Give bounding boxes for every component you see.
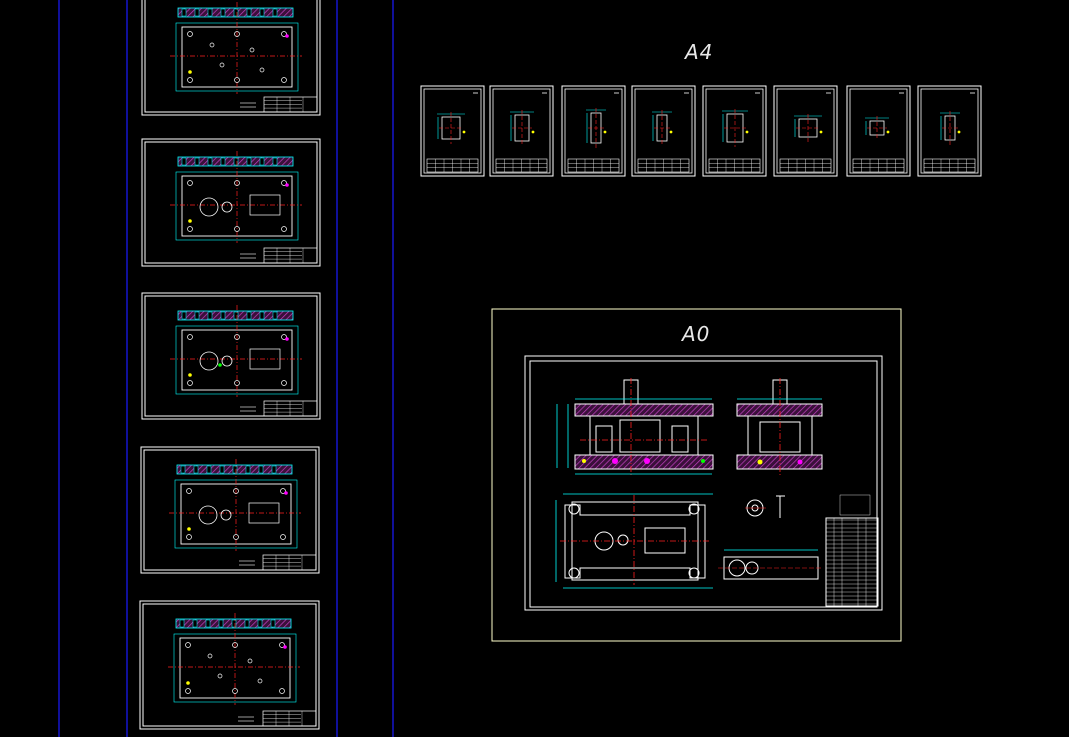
front-section-view [556,378,714,476]
guide-lines [58,0,394,737]
a4-label: A4 [685,40,714,64]
a4-part-sheet[interactable] [846,85,911,177]
a0-sheet[interactable] [491,308,902,642]
a4-part-sheet[interactable] [631,85,696,177]
a4-part-sheet[interactable] [773,85,838,177]
plate-drawing-sheet[interactable] [140,446,320,574]
plate-drawing-sheet[interactable] [139,600,320,730]
a4-part-sheet[interactable] [420,85,485,177]
plan-view [555,493,713,589]
plate-drawing-sheet[interactable] [141,138,321,267]
a4-part-sheet[interactable] [489,85,554,177]
a4-part-sheet[interactable] [917,85,982,177]
plate-drawing-sheet[interactable] [141,292,321,420]
a4-part-sheet[interactable] [561,85,626,177]
left-sheet-column [139,0,321,730]
plate-drawing-sheet[interactable] [141,0,321,116]
a4-part-sheet[interactable] [702,85,767,177]
side-section-view [736,378,823,476]
a4-sheet-row [420,85,982,177]
bom-table [825,517,879,607]
part-detail [718,495,822,580]
a0-label: A0 [682,322,711,346]
